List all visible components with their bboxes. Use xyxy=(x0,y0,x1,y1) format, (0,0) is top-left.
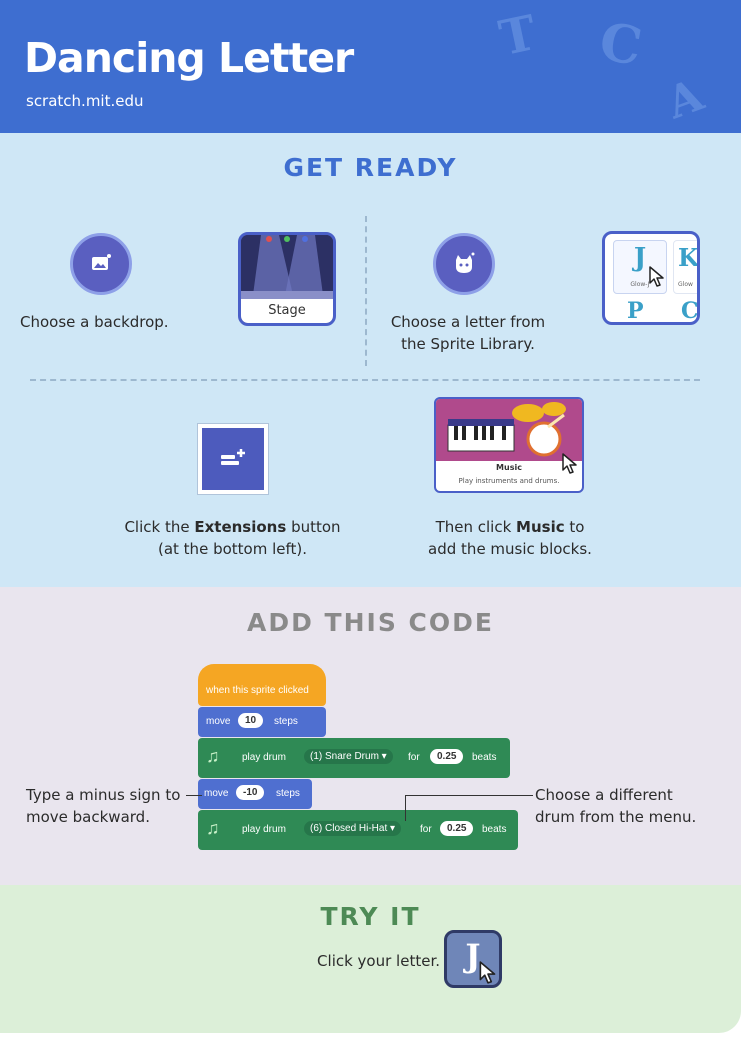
sprite-icon xyxy=(456,252,475,273)
extensions-instruction: Click the Extensions button (at the bott… xyxy=(110,516,355,560)
sprite-letter-p: P xyxy=(627,298,644,324)
when-sprite-clicked-block[interactable]: when this sprite clicked xyxy=(198,664,326,706)
beats-word: beats xyxy=(472,752,497,763)
stage-spotlight-image xyxy=(241,235,333,305)
add-code-title: ADD THIS CODE xyxy=(247,608,494,637)
move-word: move xyxy=(206,716,231,727)
annotation-right-line2: drum from the menu. xyxy=(535,808,697,826)
horizontal-divider xyxy=(30,379,700,381)
decorative-letter-c: C xyxy=(595,10,647,79)
vertical-divider xyxy=(365,216,367,366)
annotation-right-pointer xyxy=(405,795,533,796)
extensions-text-post: button xyxy=(286,518,341,536)
move-steps-block[interactable]: move -10 steps xyxy=(198,779,312,809)
music-instruction: Then click Music to add the music blocks… xyxy=(405,516,615,560)
card-title: Dancing Letter xyxy=(24,34,354,82)
sprite-letter-j: J xyxy=(633,243,647,273)
annotation-left-line1: Type a minus sign to xyxy=(26,786,181,804)
music-text-pre: Then click xyxy=(435,518,517,536)
cursor-pointer-icon xyxy=(479,961,496,984)
backdrop-icon xyxy=(92,254,111,270)
annotation-right-line1: Choose a different xyxy=(535,786,673,804)
extensions-text-line2: (at the bottom left). xyxy=(157,540,307,558)
move-steps-input[interactable]: -10 xyxy=(236,785,265,800)
sprite-letter-k: K xyxy=(678,243,699,272)
extensions-text-bold: Extensions xyxy=(194,518,287,536)
steps-word: steps xyxy=(276,788,300,799)
play-drum-word: play drum xyxy=(242,824,286,835)
keyboard-drum-image xyxy=(447,402,566,457)
minus-sign-annotation: Type a minus sign to move backward. xyxy=(26,784,196,828)
get-ready-title: GET READY xyxy=(283,153,458,182)
drum-dropdown-value: (1) Snare Drum xyxy=(310,751,379,762)
drum-dropdown-value: (6) Closed Hi-Hat xyxy=(310,823,388,834)
sprite-caption-k: Glow xyxy=(678,281,693,288)
sprite-instruction: Choose a letter from the Sprite Library. xyxy=(378,311,558,355)
music-text-post: to xyxy=(564,518,585,536)
decorative-letter-t: T xyxy=(494,4,542,68)
steps-word: steps xyxy=(274,716,298,727)
music-note-icon: ♫ xyxy=(206,818,220,838)
sprite-letter-j: J xyxy=(465,937,481,975)
backdrop-instruction: Choose a backdrop. xyxy=(20,313,169,331)
site-url: scratch.mit.edu xyxy=(26,92,144,110)
sprite-caption-j: Glow-J xyxy=(630,281,650,288)
music-text-bold: Music xyxy=(516,518,565,536)
drum-dropdown[interactable]: (1) Snare Drum ▾ xyxy=(304,749,393,764)
extensions-icon xyxy=(221,449,245,465)
drum-dropdown[interactable]: (6) Closed Hi-Hat ▾ xyxy=(304,821,402,836)
sprite-letter-c: C xyxy=(681,298,699,324)
header: Dancing Letter scratch.mit.edu T C A xyxy=(0,0,741,133)
music-note-icon: ♫ xyxy=(206,746,220,766)
cursor-pointer-icon xyxy=(649,266,664,287)
drum-menu-annotation: Choose a different drum from the menu. xyxy=(535,784,725,828)
cursor-pointer-icon xyxy=(562,453,577,474)
beats-input[interactable]: 0.25 xyxy=(430,749,464,764)
play-drum-block[interactable]: ♫ play drum (6) Closed Hi-Hat ▾ for 0.25… xyxy=(198,810,518,850)
move-word: move xyxy=(204,788,229,799)
try-it-section xyxy=(0,885,741,1033)
sprite-tile-k[interactable]: K Glow xyxy=(673,240,699,294)
music-card-title: Music xyxy=(496,463,522,472)
annotation-left-pointer xyxy=(186,795,202,796)
annotation-left-line2: move backward. xyxy=(26,808,150,826)
play-drum-word: play drum xyxy=(242,752,286,763)
stage-label: Stage xyxy=(241,299,333,323)
extensions-button[interactable] xyxy=(197,423,269,495)
for-word: for xyxy=(408,752,420,763)
choose-sprite-button[interactable] xyxy=(433,233,495,295)
letter-sprite-thumbnail[interactable]: J xyxy=(444,930,502,988)
extensions-text-pre: Click the xyxy=(124,518,195,536)
for-word: for xyxy=(420,824,432,835)
get-ready-section xyxy=(0,133,741,587)
music-card-image xyxy=(436,399,582,461)
move-steps-input[interactable]: 10 xyxy=(238,713,264,728)
hat-block-label: when this sprite clicked xyxy=(206,685,309,696)
beats-word: beats xyxy=(482,824,507,835)
try-it-title: TRY IT xyxy=(320,902,421,931)
play-drum-block[interactable]: ♫ play drum (1) Snare Drum ▾ for 0.25 be… xyxy=(198,738,510,778)
beats-input[interactable]: 0.25 xyxy=(440,821,474,836)
try-it-instruction: Click your letter. xyxy=(317,952,440,970)
move-steps-block[interactable]: move 10 steps xyxy=(198,707,326,737)
decorative-letter-a: A xyxy=(660,69,710,130)
sprite-instruction-line1: Choose a letter from xyxy=(390,313,546,331)
sprite-instruction-line2: the Sprite Library. xyxy=(401,335,535,353)
choose-backdrop-button[interactable] xyxy=(70,233,132,295)
music-card-description: Play instruments and drums. xyxy=(458,477,560,485)
annotation-right-pointer-vertical xyxy=(405,795,406,821)
music-extension-card[interactable]: Music Play instruments and drums. xyxy=(434,397,584,493)
stage-thumbnail[interactable]: Stage xyxy=(238,232,336,326)
sprite-library-thumbnail[interactable]: J Glow-J K Glow P C xyxy=(602,231,700,325)
music-text-line2: add the music blocks. xyxy=(428,540,592,558)
